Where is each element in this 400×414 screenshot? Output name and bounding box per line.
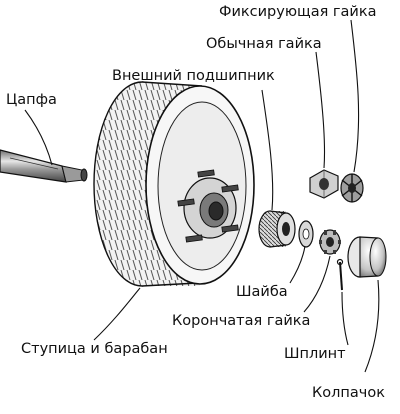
castle-nut-part: [319, 230, 341, 254]
locking-nut-part: [341, 174, 363, 202]
cotter-pin-part: [338, 260, 343, 291]
spindle-part: [0, 150, 87, 182]
outer-bearing-part: [259, 211, 295, 247]
castle-nut-label: Корончатая гайка: [172, 313, 310, 330]
cap-part: [348, 237, 386, 277]
cap-label: Колпачок: [312, 385, 385, 402]
hub-drum-part: [94, 82, 254, 286]
outer-bearing-label: Внешний подшипник: [112, 68, 275, 85]
washer-label: Шайба: [236, 284, 288, 301]
locking-nut-label: Фиксирующая гайка: [219, 4, 377, 21]
regular-nut-part: [310, 170, 338, 198]
spindle-label: Цапфа: [6, 92, 57, 109]
washer-part: [299, 221, 313, 247]
hub-drum-label: Ступица и барабан: [21, 341, 168, 358]
cotter-pin-label: Шплинт: [284, 346, 346, 363]
regular-nut-label: Обычная гайка: [206, 36, 322, 53]
